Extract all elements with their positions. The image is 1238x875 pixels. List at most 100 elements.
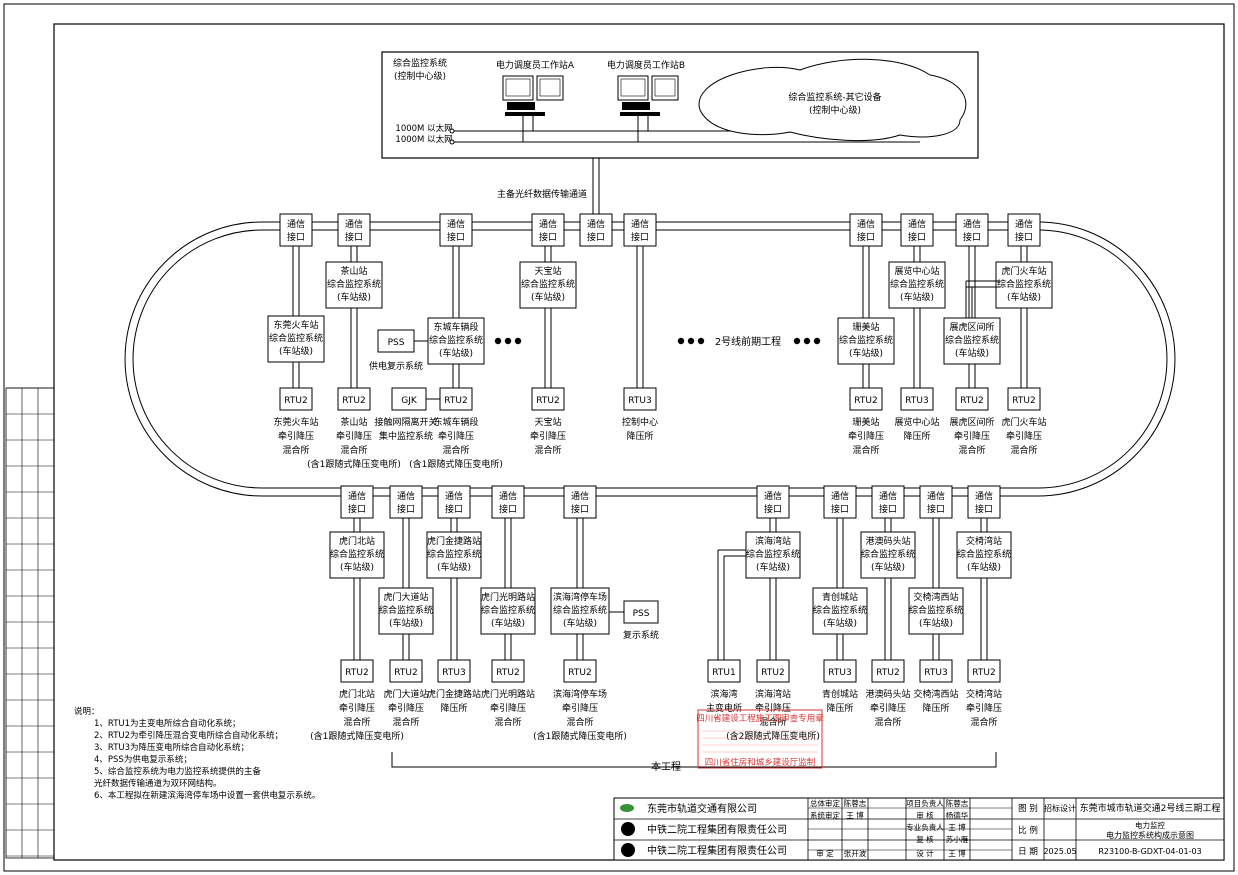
rtu-label: RTU2 (496, 668, 519, 678)
station-level-label: (车站级) (849, 347, 883, 359)
substation-label: 牵引降压 (966, 702, 1002, 714)
substation-label: 混合所 (566, 716, 593, 728)
keyboard-icon (505, 112, 545, 116)
rtu-label: RTU2 (394, 668, 417, 678)
comm-interface-label: 接口 (975, 503, 993, 515)
station-box-top (325, 261, 383, 309)
rtu-label: RTU3 (442, 668, 465, 678)
station-box-bottom (812, 587, 868, 635)
ellipsis-dots (803, 337, 811, 345)
role-label: 复 核 (916, 834, 934, 844)
substation-label: 混合所 (1010, 444, 1037, 456)
comm-interface-label: 接口 (397, 503, 415, 515)
station-system-label: 综合监控系统 (330, 548, 384, 560)
rtu-box-bottom (756, 659, 790, 683)
comm-interface-box (623, 213, 657, 247)
substation-label: 降压所 (903, 430, 930, 442)
substation-label: 混合所 (392, 716, 419, 728)
note-item: 光纤数据传输通道为双环网结构。 (94, 779, 222, 789)
substation-label: (含1跟随式降压变电所) (307, 458, 401, 470)
station-level-label: (车站级) (340, 561, 374, 573)
comm-interface-label: 通信 (963, 218, 981, 230)
pss-label: PSS (633, 609, 650, 619)
station-system-label: 综合监控系统 (909, 604, 963, 616)
ellipsis-dots (504, 337, 512, 345)
monitor-screen-icon (620, 78, 646, 97)
station-box-top (519, 261, 577, 309)
substation-label: 东莞火车站 (273, 416, 318, 428)
substation-label: 珊美站 (852, 416, 879, 428)
station-name: 茶山站 (340, 265, 367, 277)
substation-label: (含2跟随式降压变电所) (726, 730, 820, 742)
substation-label: 混合所 (343, 716, 370, 728)
comm-interface-box (340, 485, 374, 519)
substation-label: 青创城站 (822, 688, 858, 700)
station-name: 展虎区间所 (949, 321, 994, 333)
comm-interface-box (439, 213, 473, 247)
station-level-label: (车站级) (491, 617, 525, 629)
pss-system-label: 复示系统 (623, 629, 659, 641)
station-name: 虎门金捷路站 (427, 535, 481, 547)
station-level-label: (车站级) (563, 617, 597, 629)
ellipsis-dots (494, 337, 502, 345)
rtu-label: RTU2 (761, 668, 784, 678)
role-name: 陈蓉志 (946, 798, 969, 808)
comm-interface-label: 接口 (571, 503, 589, 515)
comm-interface-box (531, 213, 565, 247)
rtu-box-bottom (340, 659, 374, 683)
substation-label: 牵引降压 (1006, 430, 1042, 442)
company-name: 中铁二院工程集团有限责任公司 (647, 823, 787, 836)
comm-interface-box (1007, 213, 1041, 247)
station-name: 珊美站 (852, 321, 879, 333)
comm-interface-label: 接口 (831, 503, 849, 515)
station-level-label: (车站级) (919, 617, 953, 629)
comm-interface-label: 接口 (287, 231, 305, 243)
comm-interface-label: 通信 (499, 490, 517, 502)
drawing-type: 招标设计 (1044, 803, 1076, 813)
workstation-a-label: 电力调度员工作站A (496, 59, 575, 71)
backbone-comm-interface (579, 213, 613, 247)
station-box-bottom (956, 531, 1012, 579)
substation-label: 牵引降压 (388, 702, 424, 714)
rtu-box-top (1007, 387, 1041, 411)
substation-label: 虎门大道站 (383, 688, 428, 700)
role-name: 王 博 (948, 848, 966, 858)
rtu-label: RTU3 (905, 396, 928, 406)
substation-label: 主变电所 (706, 702, 742, 714)
ethernet-label: 1000M 以太网 (395, 123, 452, 134)
rtu-label: RTU1 (712, 668, 735, 678)
station-name: 交椅湾站 (966, 535, 1002, 547)
station-box-top (943, 317, 1001, 365)
rtu-label: RTU3 (628, 396, 651, 406)
label-scale: 比 例 (1018, 825, 1038, 836)
station-name: 滨海湾站 (755, 535, 791, 547)
ellipsis-dots (514, 337, 522, 345)
station-box-bottom (378, 587, 434, 635)
substation-label: 牵引降压 (562, 702, 598, 714)
station-name: 虎门大道站 (383, 591, 428, 603)
station-level-label: (车站级) (389, 617, 423, 629)
substation-label: 牵引降压 (278, 430, 314, 442)
comm-interface-box (823, 485, 857, 519)
ethernet-label: 1000M 以太网 (395, 134, 452, 145)
substation-label: 控制中心 (622, 416, 658, 428)
station-level-label: (车站级) (1007, 291, 1041, 303)
computer-icon (507, 102, 535, 110)
project-bracket (391, 752, 997, 768)
comm-interface-label: 通信 (927, 490, 945, 502)
label-drawing: 图 别 (1018, 804, 1038, 814)
substation-label: 混合所 (442, 444, 469, 456)
station-box-bottom (426, 531, 482, 579)
comm-interface-label: 接口 (539, 231, 557, 243)
substation-label: 滨海湾站 (755, 688, 791, 700)
station-system-label: 综合监控系统 (813, 604, 867, 616)
ellipsis-dots (677, 337, 685, 345)
cloud-level-label: (控制中心级) (809, 104, 861, 116)
comm-interface-box (967, 485, 1001, 519)
comm-interface-box (756, 485, 790, 519)
comm-interface-label: 通信 (348, 490, 366, 502)
line2-label: 2号线前期工程 (715, 335, 781, 348)
station-system-label: 综合监控系统 (890, 278, 944, 290)
comm-interface-box (955, 213, 989, 247)
station-level-label: (车站级) (756, 561, 790, 573)
